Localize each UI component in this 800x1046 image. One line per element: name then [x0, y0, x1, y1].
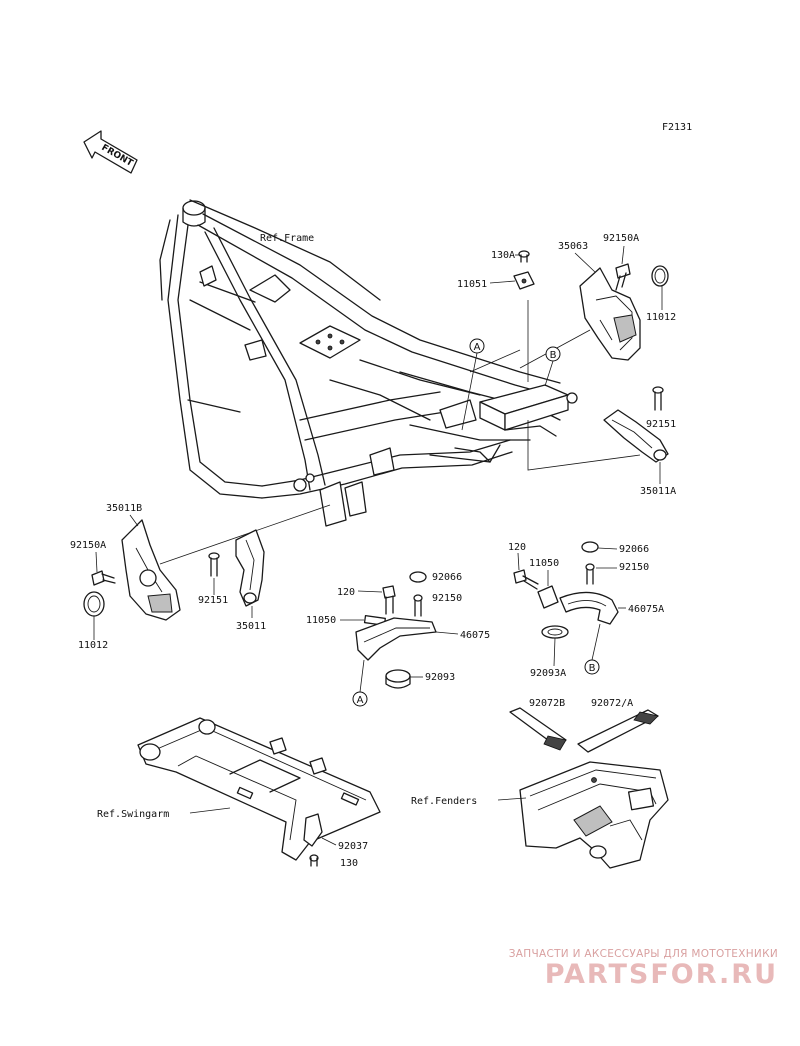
collar-11050-right	[537, 585, 559, 609]
label-46075: 46075	[460, 630, 490, 641]
clip-92037	[303, 813, 323, 847]
ref-swingarm-label: Ref.Swingarm	[97, 809, 169, 820]
label-11012-left: 11012	[78, 640, 108, 651]
bolt-92150a-left	[91, 570, 116, 586]
label-11012-right: 11012	[646, 312, 676, 323]
plug-11012-left	[83, 591, 105, 617]
svg-text:A: A	[357, 695, 364, 706]
svg-text:B: B	[589, 663, 596, 674]
swingarm-drawing	[137, 717, 381, 861]
label-120-right: 120	[508, 542, 526, 553]
cushion-92093	[385, 669, 411, 689]
front-arrow-icon: FRONT	[83, 130, 138, 174]
footrest-bracket-35011a	[603, 409, 669, 463]
grommet-92066-right	[581, 541, 599, 553]
callout-b-bottom: B	[584, 623, 601, 675]
label-130: 130	[340, 858, 358, 869]
bolt-120-center	[382, 585, 396, 615]
label-46075a: 46075A	[628, 604, 664, 615]
label-35011b: 35011B	[106, 503, 142, 514]
plug-11012-right	[651, 265, 669, 287]
label-11050-center: 11050	[306, 615, 336, 626]
bolt-92150a-right	[615, 263, 631, 291]
bolt-120-right	[513, 569, 539, 590]
watermark-logo: PARTSFOR.RU	[544, 959, 778, 990]
ref-fenders-label: Ref.Fenders	[411, 796, 477, 807]
label-92151-left: 92151	[198, 595, 228, 606]
bolt-92150-center	[413, 594, 423, 617]
strap-46075	[355, 617, 437, 661]
label-92150-center: 92150	[432, 593, 462, 604]
bolt-130	[309, 854, 319, 867]
footrest-bracket-35011	[235, 529, 265, 607]
band-92072a	[577, 709, 659, 753]
band-92072b	[509, 707, 567, 751]
callout-b-top: B	[544, 346, 561, 387]
strap-46075a	[559, 591, 619, 625]
label-92072a: 92072/A	[591, 698, 633, 709]
mount-plate-35011b	[121, 519, 181, 621]
callout-a-bottom: A	[352, 659, 368, 707]
label-92072b: 92072B	[529, 698, 565, 709]
cushion-92093a	[541, 625, 569, 639]
label-130a: 130A	[491, 250, 515, 261]
label-92066-center: 92066	[432, 572, 462, 583]
label-92150a-left: 92150A	[70, 540, 106, 551]
label-92150a-right: 92150A	[603, 233, 639, 244]
callout-a-top: A	[461, 338, 485, 431]
label-11050-right: 11050	[529, 558, 559, 569]
bolt-92151-right	[652, 386, 664, 411]
svg-text:A: A	[474, 342, 481, 353]
diagram-id: F2131	[662, 122, 692, 133]
leader-a-top	[469, 349, 521, 373]
label-92093: 92093	[425, 672, 455, 683]
label-92093a: 92093A	[530, 668, 566, 679]
label-92066-right: 92066	[619, 544, 649, 555]
svg-text:B: B	[550, 350, 557, 361]
label-120-center: 120	[337, 587, 355, 598]
watermark-tagline: ЗАПЧАСТИ И АКСЕССУАРЫ ДЛЯ МОТОТЕХНИКИ	[508, 948, 778, 960]
grommet-92066-center	[409, 571, 427, 583]
bolt-92150-right	[585, 563, 595, 585]
frame-drawing	[159, 199, 578, 527]
label-92151-right: 92151	[646, 419, 676, 430]
label-11051: 11051	[457, 279, 487, 290]
label-92150-right: 92150	[619, 562, 649, 573]
leader-bracket-right	[527, 420, 641, 471]
label-92037: 92037	[338, 841, 368, 852]
watermark: ЗАПЧАСТИ И АКСЕССУАРЫ ДЛЯ МОТОТЕХНИКИ PA…	[509, 948, 778, 990]
label-35063: 35063	[558, 241, 588, 252]
ref-frame-label: Ref.Frame	[260, 233, 314, 244]
label-35011a: 35011A	[640, 486, 676, 497]
mount-plate-35063	[579, 267, 641, 361]
bolt-92151-left	[208, 552, 220, 577]
label-35011: 35011	[236, 621, 266, 632]
bracket-11051	[513, 271, 535, 290]
leader-left-mount	[159, 504, 331, 565]
bolt-130a	[518, 250, 530, 263]
fender-drawing	[519, 761, 669, 869]
